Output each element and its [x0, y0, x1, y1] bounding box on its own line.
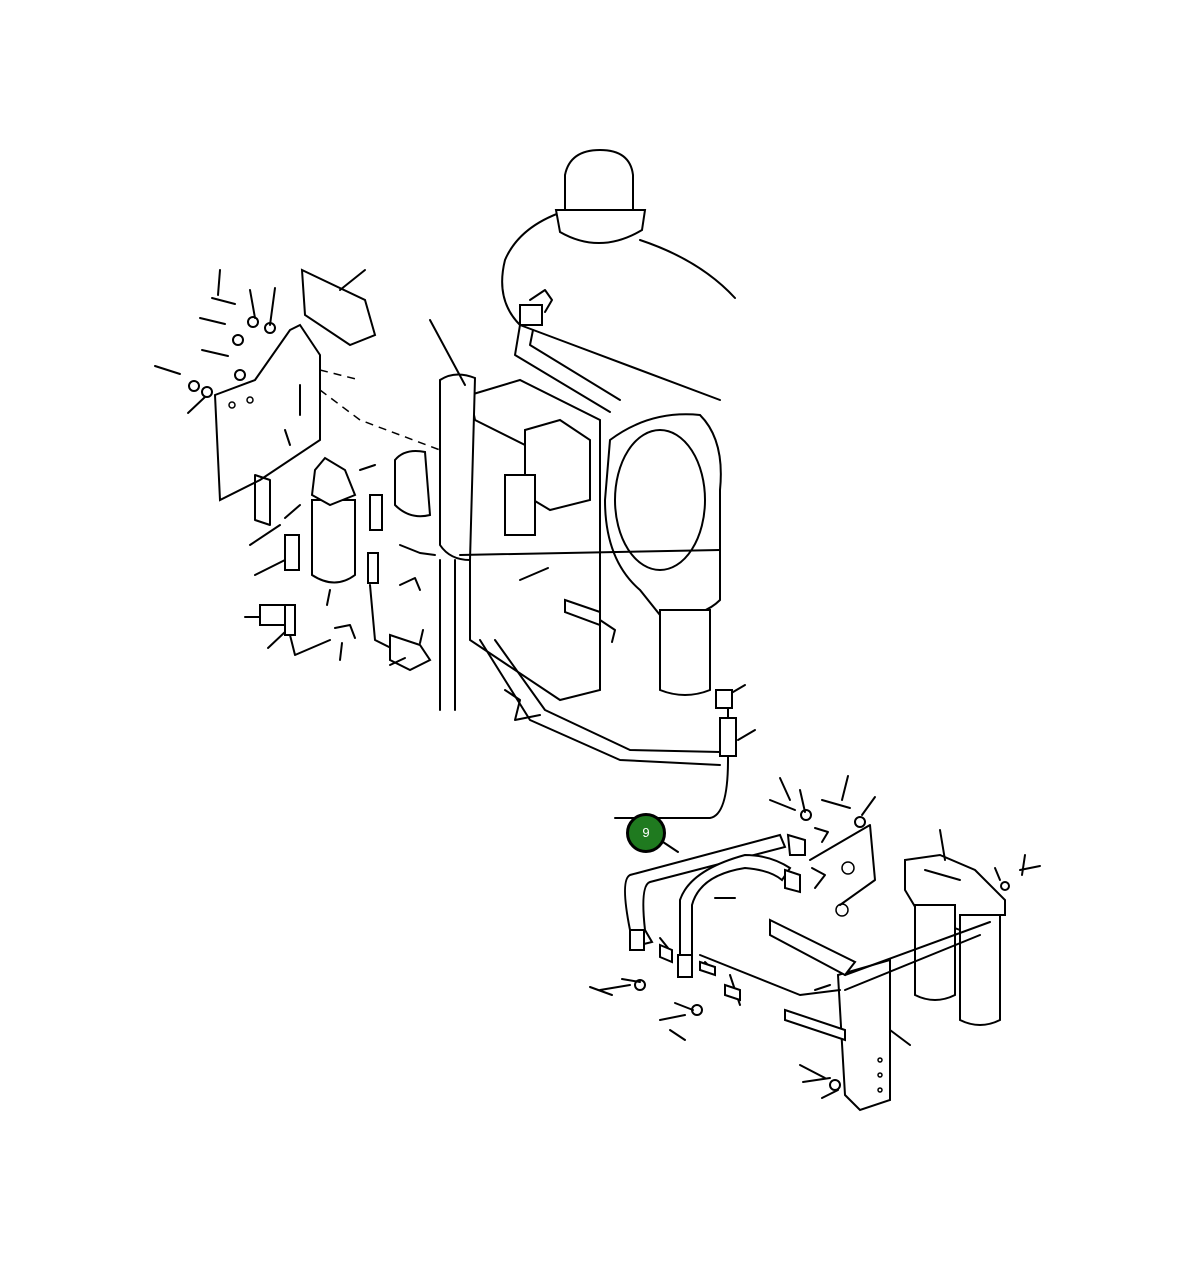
bracket-bolts	[154, 297, 276, 398]
inline-filter	[259, 456, 436, 672]
right-filter-assembly	[904, 829, 1041, 1026]
reservoir-tank	[501, 148, 736, 401]
right-fasteners	[589, 775, 876, 1099]
right-mounting-bracket	[699, 918, 991, 1112]
pump-assembly	[394, 373, 722, 766]
left-mounting-bracket	[213, 268, 441, 526]
tank-line	[514, 324, 621, 413]
leader-lines-left	[187, 269, 756, 741]
hydraulic-hose	[614, 689, 806, 978]
callout-leader-line	[662, 841, 679, 853]
callout-badge-9[interactable]: 9	[626, 813, 666, 853]
